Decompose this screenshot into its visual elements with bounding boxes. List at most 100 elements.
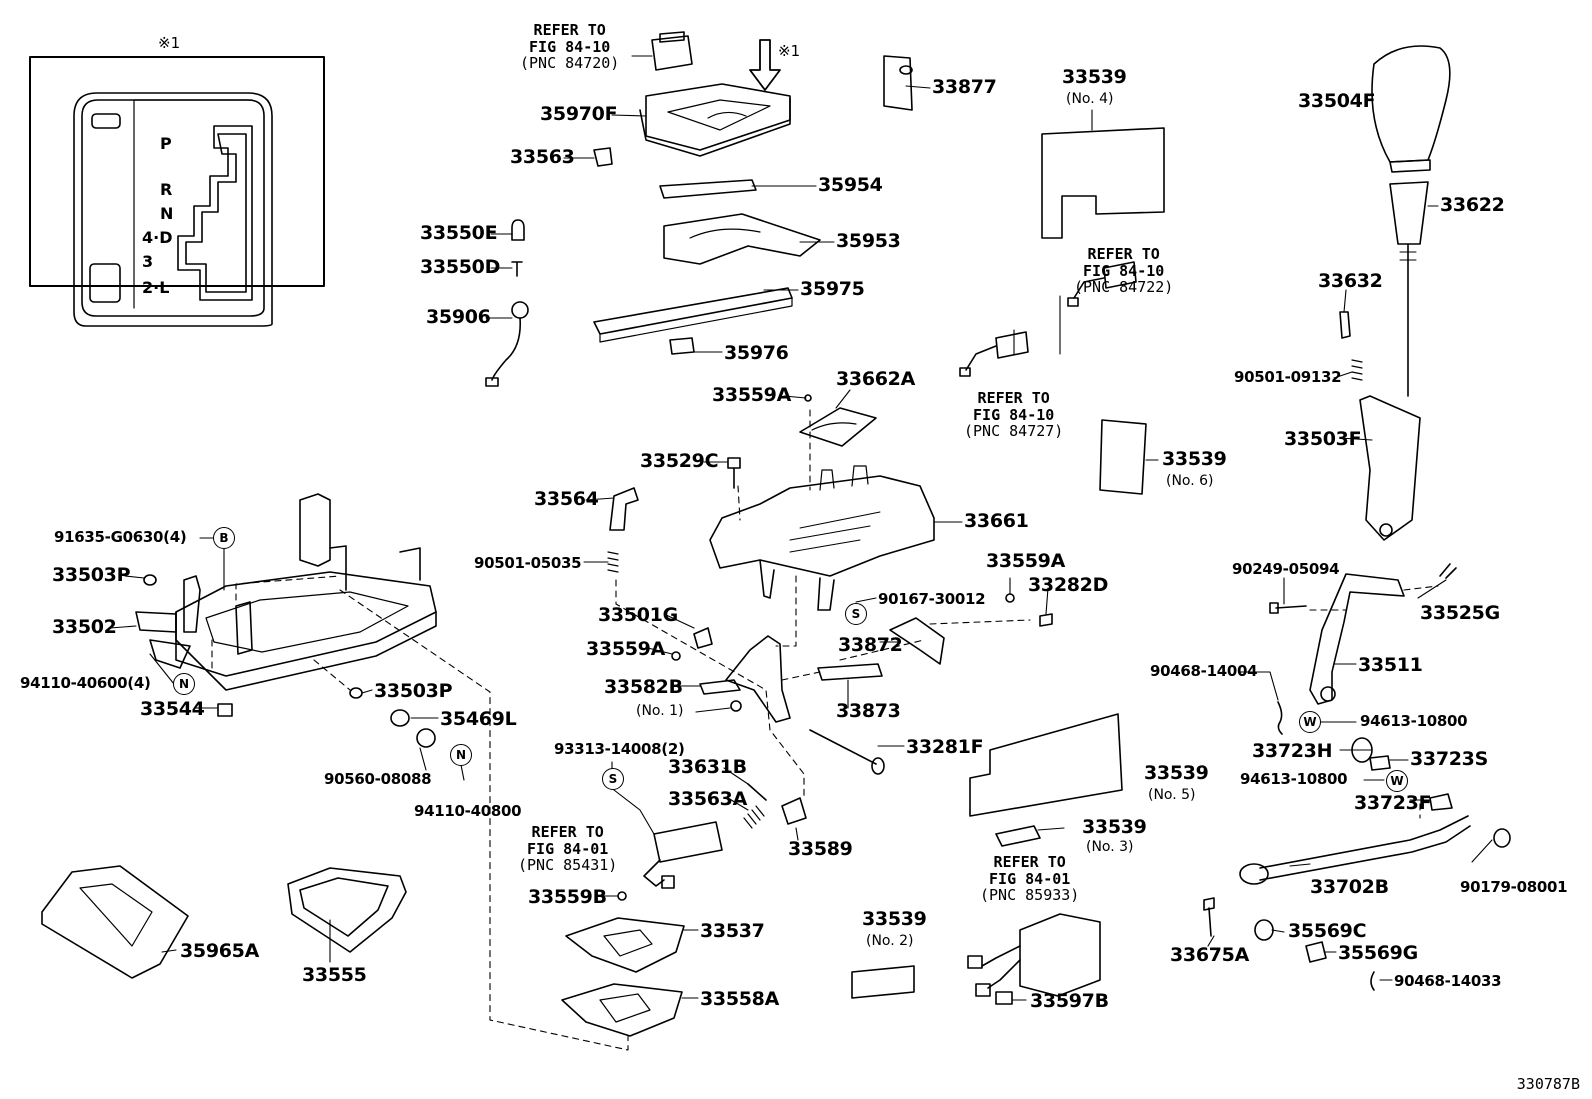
gate-n: N: [160, 204, 174, 223]
callout-s-low: S: [602, 768, 624, 790]
part-35469L: 35469L: [440, 708, 517, 730]
gate-2l: 2·L: [142, 278, 170, 297]
part-33559A-mid: 33559A: [986, 550, 1066, 572]
bezel-assembly: [485, 31, 821, 387]
part-33563A: 33563A: [668, 788, 748, 810]
part-94110-40800: 94110-40800: [414, 802, 522, 820]
part-90167-30012: 90167-30012: [878, 590, 986, 608]
part-33504F: 33504F: [1298, 90, 1376, 112]
part-33511: 33511: [1358, 654, 1423, 676]
shift-knob-assembly: [1339, 45, 1451, 541]
part-35569C: 35569C: [1288, 920, 1367, 942]
part-35953: 35953: [836, 230, 901, 252]
part-33503P-top: 33503P: [52, 564, 131, 586]
part-33539-no5: 33539: [1144, 762, 1209, 784]
no6-label: (No. 6): [1166, 473, 1214, 489]
part-33529C: 33529C: [640, 450, 719, 472]
shift-lock-assembly: [561, 783, 807, 1037]
no4-label: (No. 4): [1066, 91, 1114, 107]
pad-no3: [995, 825, 1041, 847]
part-33559B: 33559B: [528, 886, 607, 908]
part-33632: 33632: [1318, 270, 1383, 292]
part-94613-10800-top: 94613-10800: [1360, 712, 1468, 730]
part-33631B: 33631B: [668, 756, 747, 778]
part-33622: 33622: [1440, 194, 1505, 216]
label-tag: [883, 55, 913, 111]
part-33872: 33872: [838, 634, 903, 656]
leader-lines: [109, 55, 1493, 1001]
part-33539-no3: 33539: [1082, 816, 1147, 838]
callout-w-top: W: [1299, 711, 1321, 733]
part-93313-14008: 93313-14008(2): [554, 740, 685, 758]
part-33544: 33544: [140, 698, 205, 720]
part-33723S: 33723S: [1410, 748, 1488, 770]
part-33503F: 33503F: [1284, 428, 1362, 450]
shift-gate-inset: [29, 56, 325, 327]
part-33559A-top: 33559A: [712, 384, 792, 406]
gate-p: P: [160, 134, 172, 153]
callout-n-low: N: [450, 744, 472, 766]
shifter-housing: [607, 394, 1053, 775]
part-35906: 35906: [426, 306, 491, 328]
part-33597B: 33597B: [1030, 990, 1109, 1012]
part-33550D: 33550D: [420, 256, 501, 278]
no2-label: (No. 2): [866, 933, 914, 949]
part-33501G: 33501G: [598, 604, 678, 626]
part-33525G: 33525G: [1420, 602, 1500, 624]
part-33503P-low: 33503P: [374, 680, 453, 702]
part-33550E: 33550E: [420, 222, 498, 244]
part-33558A: 33558A: [700, 988, 780, 1010]
part-94110-40600: 94110-40600(4): [20, 674, 151, 692]
switch-connectors: [959, 261, 1137, 377]
part-33589: 33589: [788, 838, 853, 860]
controller-33597B: [967, 913, 1101, 1005]
no1-label: (No. 1): [636, 703, 684, 719]
part-90468-14004: 90468-14004: [1150, 662, 1258, 680]
dashed-lines: [211, 409, 1439, 1051]
no5-label: (No. 5): [1148, 787, 1196, 803]
part-33502: 33502: [52, 616, 117, 638]
part-90249-05094: 90249-05094: [1232, 560, 1340, 578]
part-90501-05035: 90501-05035: [474, 554, 582, 572]
part-33537: 33537: [700, 920, 765, 942]
part-35970F: 35970F: [540, 103, 618, 125]
part-35976: 35976: [724, 342, 789, 364]
bottom-left-parts: [41, 865, 407, 979]
part-33661: 33661: [964, 510, 1029, 532]
part-33539-no2: 33539: [862, 908, 927, 930]
part-90501-09132: 90501-09132: [1234, 368, 1342, 386]
part-33582B: 33582B: [604, 676, 683, 698]
base-bracket: [135, 493, 437, 748]
gate-4d: 4·D: [142, 228, 173, 247]
pad-no6: [1099, 419, 1147, 495]
part-90179-08001: 90179-08001: [1460, 878, 1568, 896]
part-33282D: 33282D: [1028, 574, 1109, 596]
selector-lever-assembly: [1203, 563, 1511, 991]
part-33873: 33873: [836, 700, 901, 722]
gate-r: R: [160, 180, 173, 199]
part-33539-no4: 33539: [1062, 66, 1127, 88]
gate-3: 3: [142, 252, 154, 271]
part-33723F: 33723F: [1354, 792, 1432, 814]
callout-w-low: W: [1386, 770, 1408, 792]
arrow-mark: ※1: [778, 42, 801, 60]
pad-no4: [1041, 127, 1165, 239]
part-33877: 33877: [932, 76, 997, 98]
part-35954: 35954: [818, 174, 883, 196]
part-33555: 33555: [302, 964, 367, 986]
pad-no5: [969, 713, 1123, 817]
part-33539-no6: 33539: [1162, 448, 1227, 470]
no3-label: (No. 3): [1086, 839, 1134, 855]
callout-n-left: N: [173, 673, 195, 695]
part-91635-g0630: 91635-G0630(4): [54, 528, 187, 546]
part-33702B: 33702B: [1310, 876, 1389, 898]
part-33675A: 33675A: [1170, 944, 1250, 966]
part-94613-10800-low: 94613-10800: [1240, 770, 1348, 788]
part-33723H: 33723H: [1252, 740, 1333, 762]
figure-code: 330787B: [1516, 1075, 1580, 1093]
